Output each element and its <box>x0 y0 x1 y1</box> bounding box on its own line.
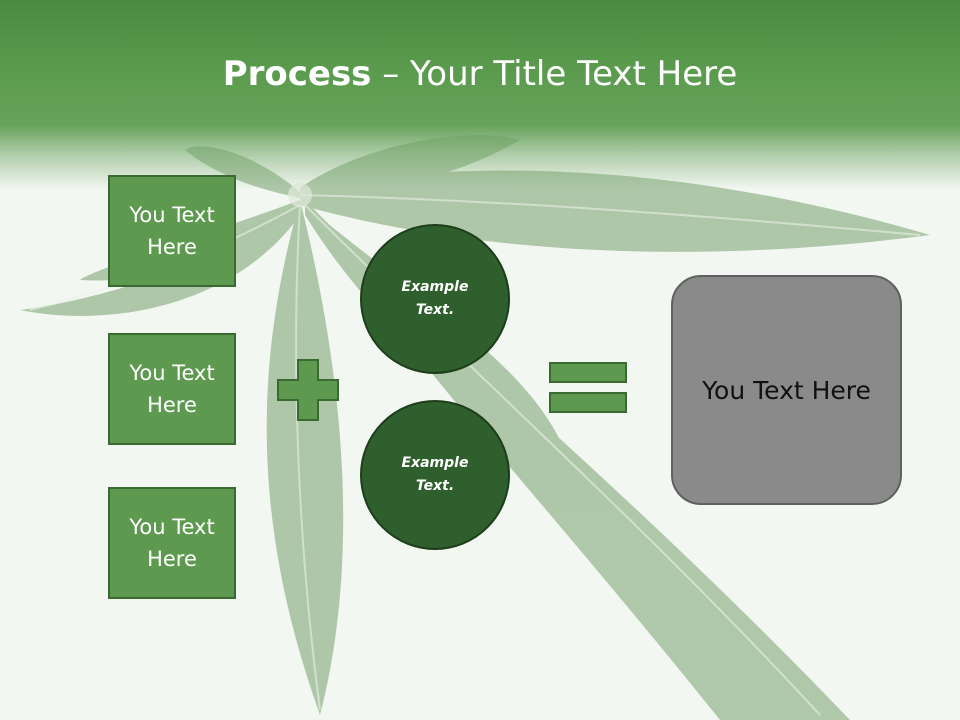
result-box: You Text Here <box>671 275 902 505</box>
example-circle-1: Example Text. <box>360 224 510 374</box>
plus-icon <box>277 359 339 421</box>
header-band <box>0 0 960 190</box>
equals-icon <box>549 362 627 413</box>
slide-title: Process – Your Title Text Here <box>0 52 960 96</box>
input-box-3: You Text Here <box>108 487 236 599</box>
example-circle-2: Example Text. <box>360 400 510 550</box>
title-rest: – Your Title Text Here <box>371 54 738 94</box>
input-box-2: You Text Here <box>108 333 236 445</box>
title-bold: Process <box>222 54 372 94</box>
input-box-1: You Text Here <box>108 175 236 287</box>
